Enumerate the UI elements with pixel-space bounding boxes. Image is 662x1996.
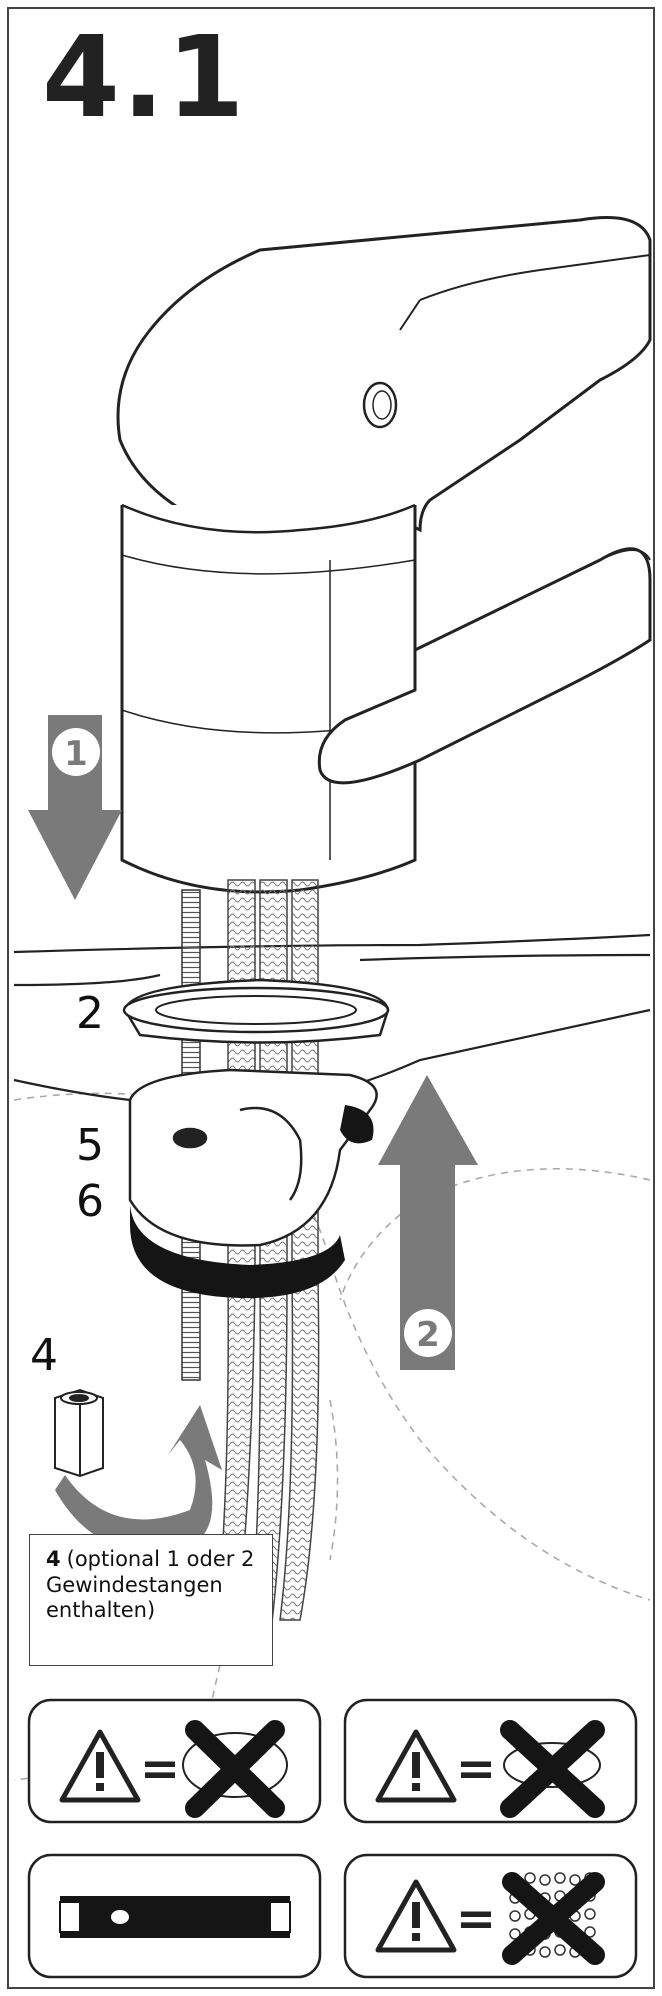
warning-equals-1: = bbox=[140, 1741, 180, 1797]
label-washer: 2 bbox=[76, 992, 104, 1036]
note-part-number: 4 bbox=[46, 1547, 61, 1571]
tool-panel-socket-wrench bbox=[29, 1855, 320, 1977]
note-box: 4(optional 1 oder 2 Gewindestangen entha… bbox=[29, 1534, 273, 1666]
sink-outline-dashed bbox=[14, 1093, 650, 1780]
note-text: (optional 1 oder 2 Gewindestangen enthal… bbox=[46, 1547, 254, 1622]
label-bracket: 5 bbox=[76, 1124, 104, 1168]
arrow-up-step-number: 2 bbox=[416, 1315, 440, 1355]
faucet bbox=[118, 218, 650, 893]
step-title: 4.1 bbox=[42, 22, 246, 134]
warning-equals-2: = bbox=[456, 1741, 496, 1797]
arrow-down-step-number: 1 bbox=[64, 734, 88, 774]
label-gasket: 6 bbox=[76, 1180, 104, 1224]
warning-equals-3: = bbox=[456, 1891, 496, 1947]
hex-nut bbox=[55, 1390, 103, 1476]
mounting-bracket bbox=[130, 1070, 377, 1245]
label-nut: 4 bbox=[30, 1334, 58, 1378]
washer bbox=[124, 980, 388, 1043]
